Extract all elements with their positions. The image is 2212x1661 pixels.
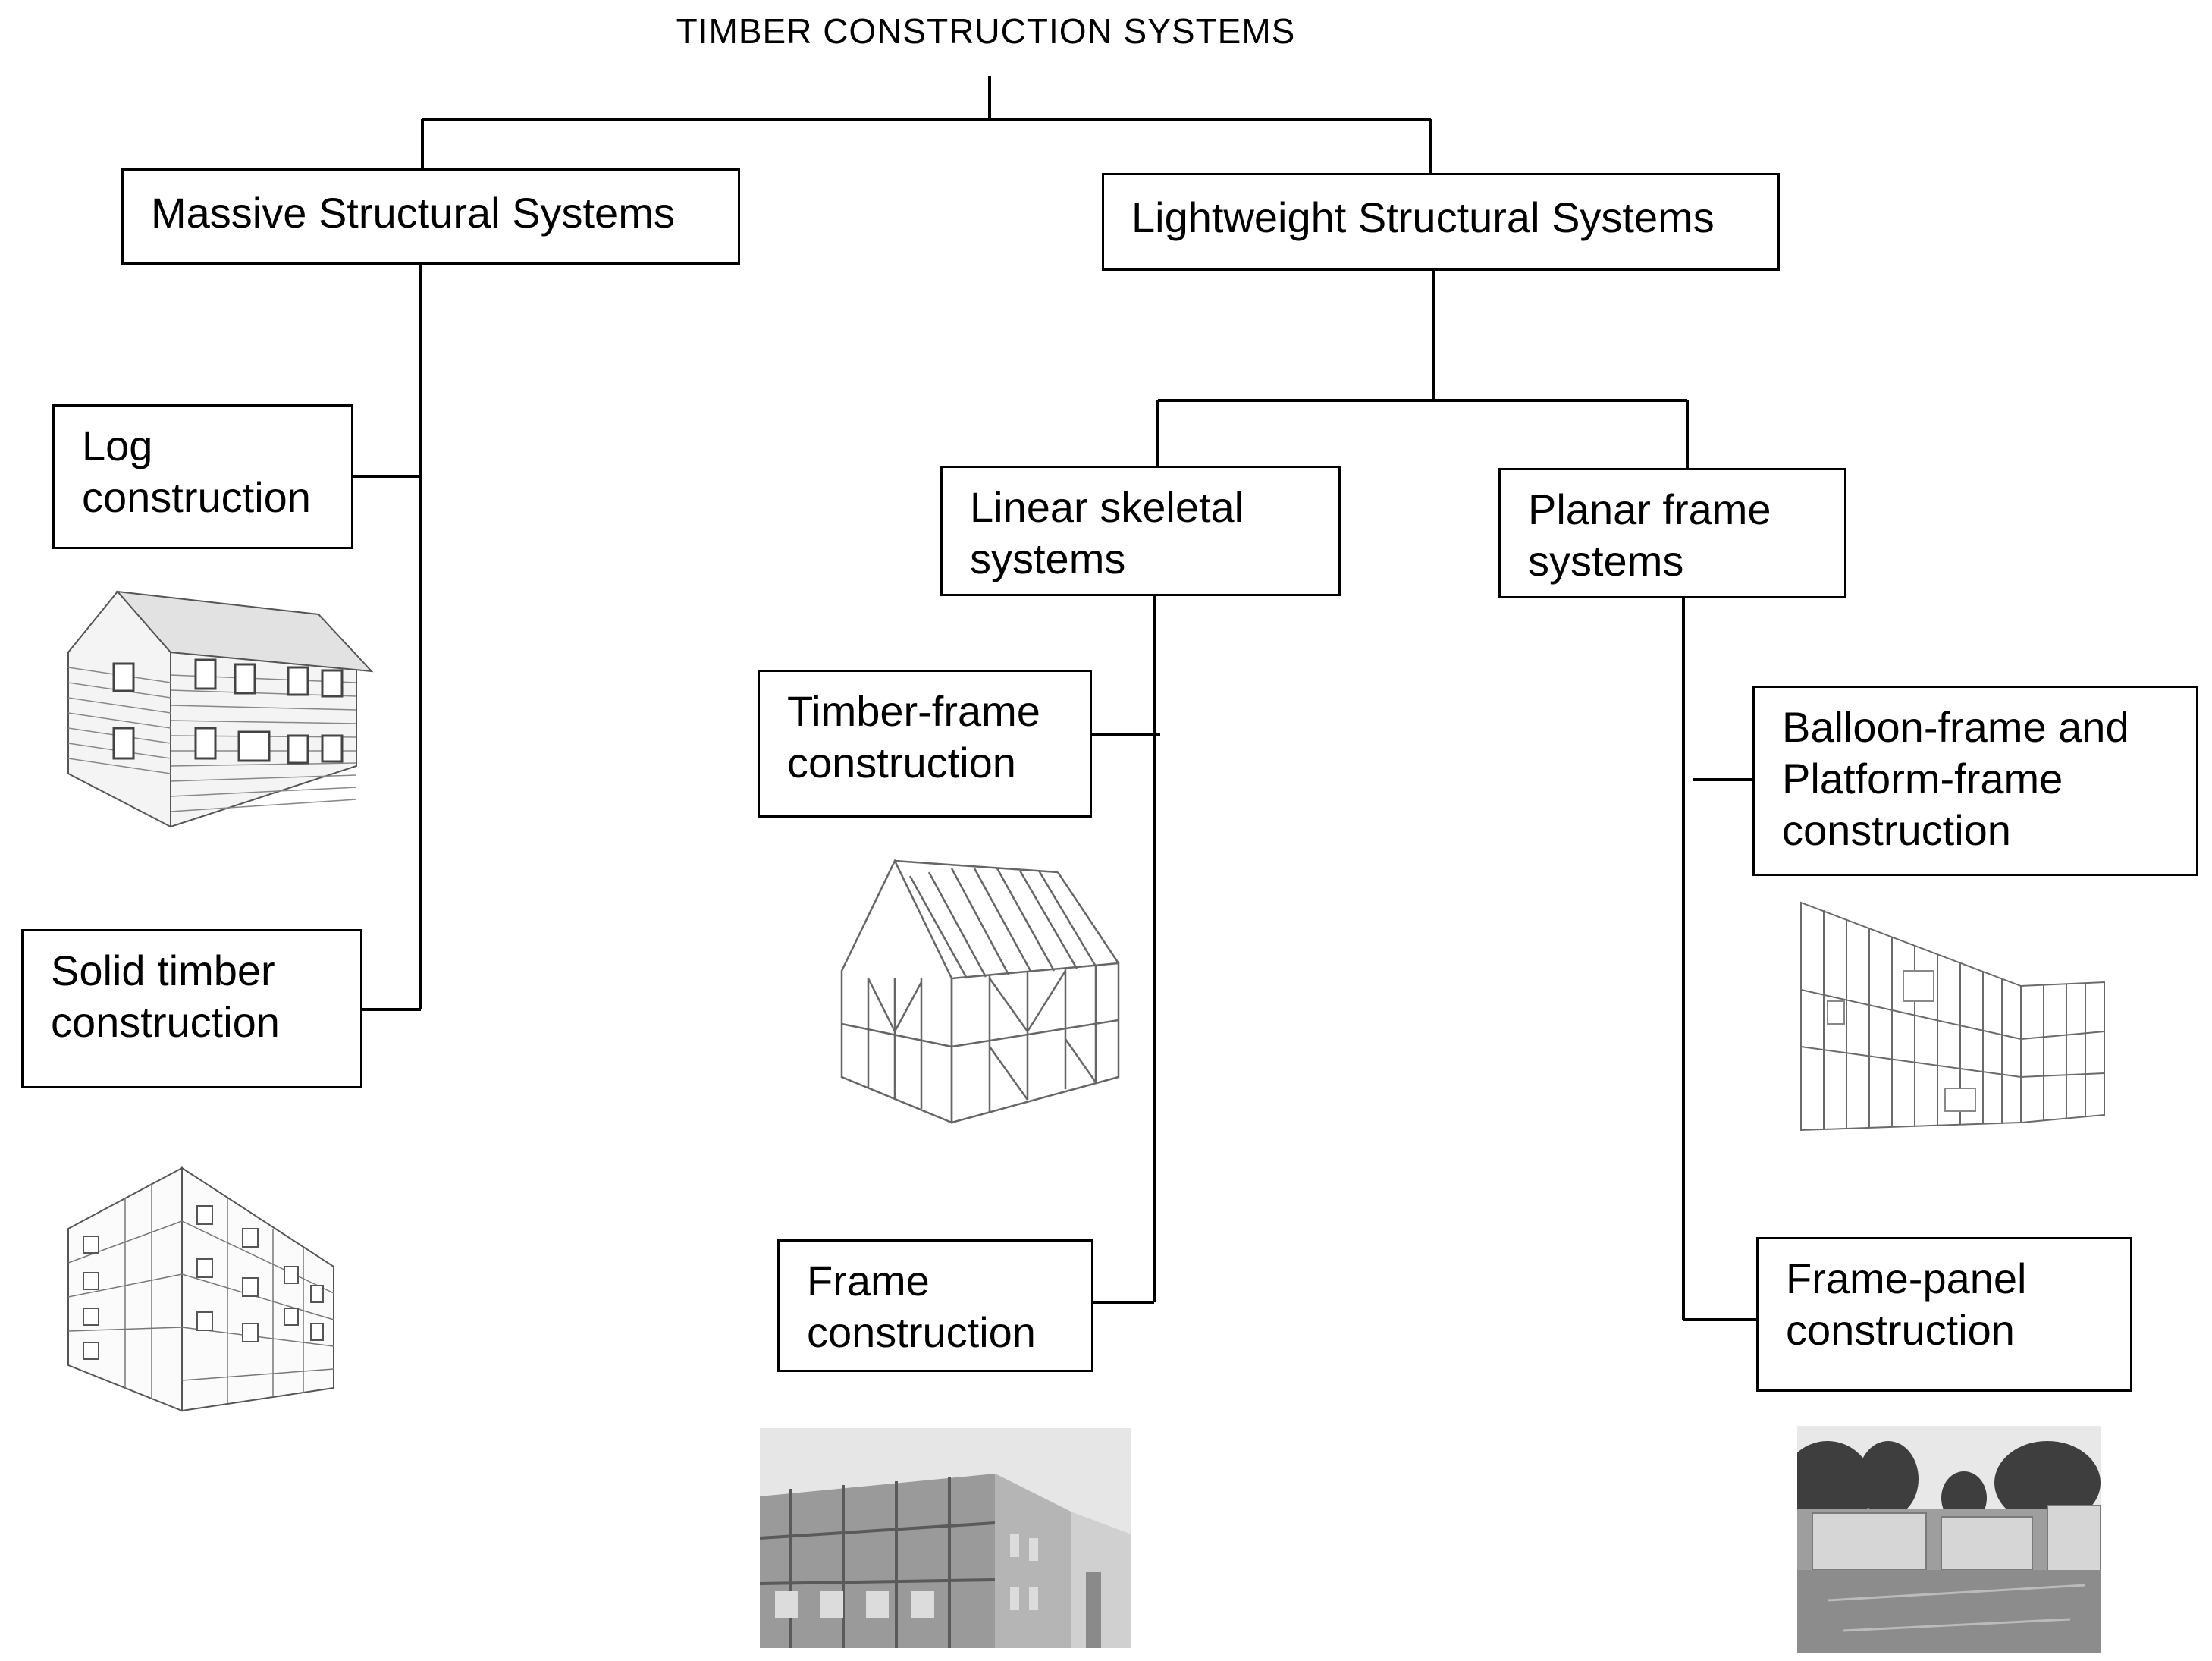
frame-line-2: construction xyxy=(807,1308,1036,1356)
timber-frame-box: Timber-frame construction xyxy=(758,670,1092,818)
frame-construction-box: Frame construction xyxy=(777,1239,1093,1372)
frame-panel-site-photo xyxy=(1797,1426,2101,1653)
linear-skeletal-box: Linear skeletal systems xyxy=(940,466,1341,596)
log-line-2: construction xyxy=(82,473,311,521)
balloon-line-3: construction xyxy=(1782,806,2011,854)
linear-line-1: Linear skeletal xyxy=(970,483,1244,531)
log-construction-box: Log construction xyxy=(52,404,353,549)
solid-line-1: Solid timber xyxy=(51,947,275,994)
panel-line-1: Frame-panel xyxy=(1786,1254,2027,1302)
planar-line-2: systems xyxy=(1528,537,1684,585)
solid-timber-building-drawing xyxy=(67,1166,334,1412)
planar-line-1: Planar frame xyxy=(1528,485,1771,533)
planar-frame-box: Planar frame systems xyxy=(1498,468,1846,598)
panel-line-2: construction xyxy=(1786,1306,2015,1354)
timber-frame-line-2: construction xyxy=(787,739,1016,787)
balloon-line-2: Platform-frame xyxy=(1782,755,2063,802)
frame-panel-box: Frame-panel construction xyxy=(1756,1237,2132,1392)
linear-line-2: systems xyxy=(970,535,1126,582)
lightweight-systems-box: Lightweight Structural Systems xyxy=(1102,173,1780,271)
massive-systems-label: Massive Structural Systems xyxy=(151,189,675,237)
timber-frame-line-1: Timber-frame xyxy=(787,687,1040,735)
log-line-1: Log xyxy=(82,422,153,469)
log-house-drawing xyxy=(67,590,374,828)
diagram-title: TIMBER CONSTRUCTION SYSTEMS xyxy=(676,11,1296,51)
frame-line-1: Frame xyxy=(807,1257,930,1305)
platform-frame-building-drawing xyxy=(1800,901,2105,1132)
massive-systems-box: Massive Structural Systems xyxy=(121,168,740,265)
solid-timber-box: Solid timber construction xyxy=(21,929,362,1088)
lightweight-systems-label: Lightweight Structural Systems xyxy=(1131,193,1715,241)
frame-building-photo xyxy=(760,1428,1131,1648)
balloon-line-1: Balloon-frame and xyxy=(1782,703,2129,751)
balloon-platform-frame-box: Balloon-frame and Platform-frame constru… xyxy=(1752,686,2198,876)
timber-frame-house-drawing xyxy=(840,859,1120,1124)
solid-line-2: construction xyxy=(51,998,280,1046)
